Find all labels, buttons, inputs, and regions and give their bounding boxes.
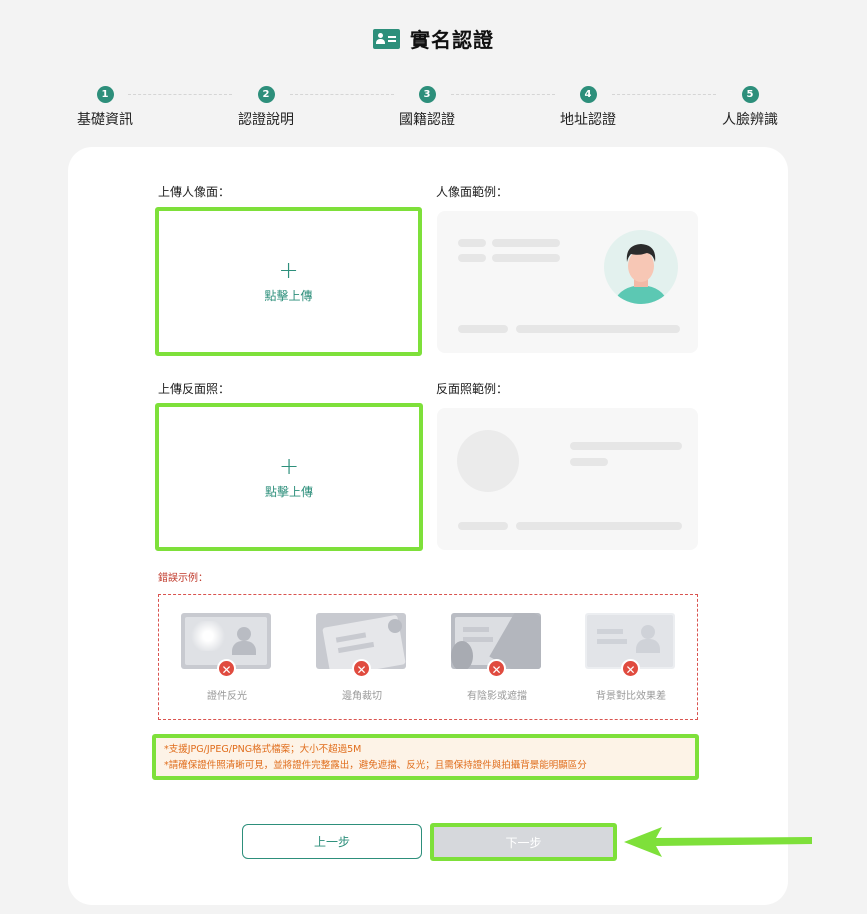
back-sample-image [437, 408, 698, 550]
step-label: 國籍認證 [399, 112, 455, 128]
step-face-recognition: 5 人臉辨識 [700, 86, 800, 129]
portrait-avatar-icon [604, 230, 678, 304]
front-sample-label: 人像面範例： [436, 185, 509, 199]
error-x-icon: ✕ [621, 659, 640, 678]
step-basic-info: 1 基礎資訊 [55, 86, 155, 129]
step-label: 地址認證 [560, 112, 616, 128]
step-number: 1 [96, 86, 114, 103]
page-title: 實名認證 [410, 28, 494, 52]
plus-icon: + [278, 451, 300, 480]
step-address: 4 地址認證 [538, 86, 638, 129]
plus-icon: + [278, 256, 299, 284]
step-number: 2 [257, 86, 275, 103]
step-label: 認證說明 [238, 112, 294, 128]
step-number: 5 [741, 86, 759, 103]
step-label: 人臉辨識 [722, 112, 778, 128]
low-contrast-card-image [585, 613, 675, 669]
step-connector [128, 94, 232, 95]
error-x-icon: ✕ [487, 659, 506, 678]
error-example-low-contrast: ✕ 背景對比效果差 [585, 613, 677, 702]
upload-text: 點擊上傳 [264, 484, 313, 499]
shadow-card-image [451, 613, 541, 669]
error-example-label: 背景對比效果差 [596, 691, 666, 702]
back-sample-label: 反面照範例： [436, 382, 509, 396]
id-card-icon [373, 28, 400, 49]
step-connector [290, 94, 394, 95]
error-example-glare: ✕ 證件反光 [181, 613, 273, 702]
step-progress: 1 基礎資訊 2 認證說明 3 國籍認證 4 地址認證 5 人臉辨識 [0, 86, 867, 129]
front-sample-image [437, 211, 698, 353]
error-example-label: 證件反光 [207, 691, 247, 702]
error-example-shadow: ✕ 有陰影或遮擋 [451, 613, 543, 702]
upload-text: 點擊上傳 [264, 289, 313, 303]
step-connector [451, 94, 555, 95]
step-number: 3 [418, 86, 436, 103]
previous-step-button[interactable]: 上一步 [242, 824, 422, 859]
step-nationality: 3 國籍認證 [377, 86, 477, 129]
error-x-icon: ✕ [217, 659, 236, 678]
notice-line-format: *支援JPG/JPEG/PNG格式檔案；大小不超過5M [164, 744, 362, 755]
back-upload-area[interactable]: + 點擊上傳 [155, 403, 423, 551]
error-examples-title: 錯誤示例： [158, 573, 208, 584]
front-upload-label: 上傳人像面： [158, 185, 231, 199]
front-upload-area[interactable]: + 點擊上傳 [155, 207, 422, 356]
verification-card: 上傳人像面： 人像面範例： + 點擊上傳 上傳反面照： 反面照範例： + 點擊上… [68, 147, 788, 905]
step-label: 基礎資訊 [77, 112, 133, 128]
next-step-button[interactable]: 下一步 [430, 823, 617, 861]
error-example-label: 邊角裁切 [342, 691, 382, 702]
step-number: 4 [579, 86, 597, 103]
step-connector [612, 94, 716, 95]
upload-requirements-notice: *支援JPG/JPEG/PNG格式檔案；大小不超過5M *請確保證件照清晰可見，… [152, 734, 699, 780]
error-x-icon: ✕ [352, 659, 371, 678]
error-example-cropped: ✕ 邊角裁切 [316, 613, 408, 702]
left-arrow-annotation-icon [624, 827, 812, 857]
error-example-label: 有陰影或遮擋 [467, 691, 527, 702]
glare-card-image [181, 613, 271, 669]
step-instructions: 2 認證說明 [216, 86, 316, 129]
page-header: 實名認證 [0, 24, 867, 53]
back-upload-label: 上傳反面照： [158, 382, 231, 396]
error-examples-box: ✕ 證件反光 ✕ 邊角裁切 ✕ 有陰影或遮擋 [158, 594, 698, 720]
next-step-label: 下一步 [505, 835, 542, 850]
notice-line-clarity: *請確保證件照清晰可見，並將證件完整露出，避免遮擋、反光；且需保持證件與拍攝背景… [164, 760, 587, 771]
